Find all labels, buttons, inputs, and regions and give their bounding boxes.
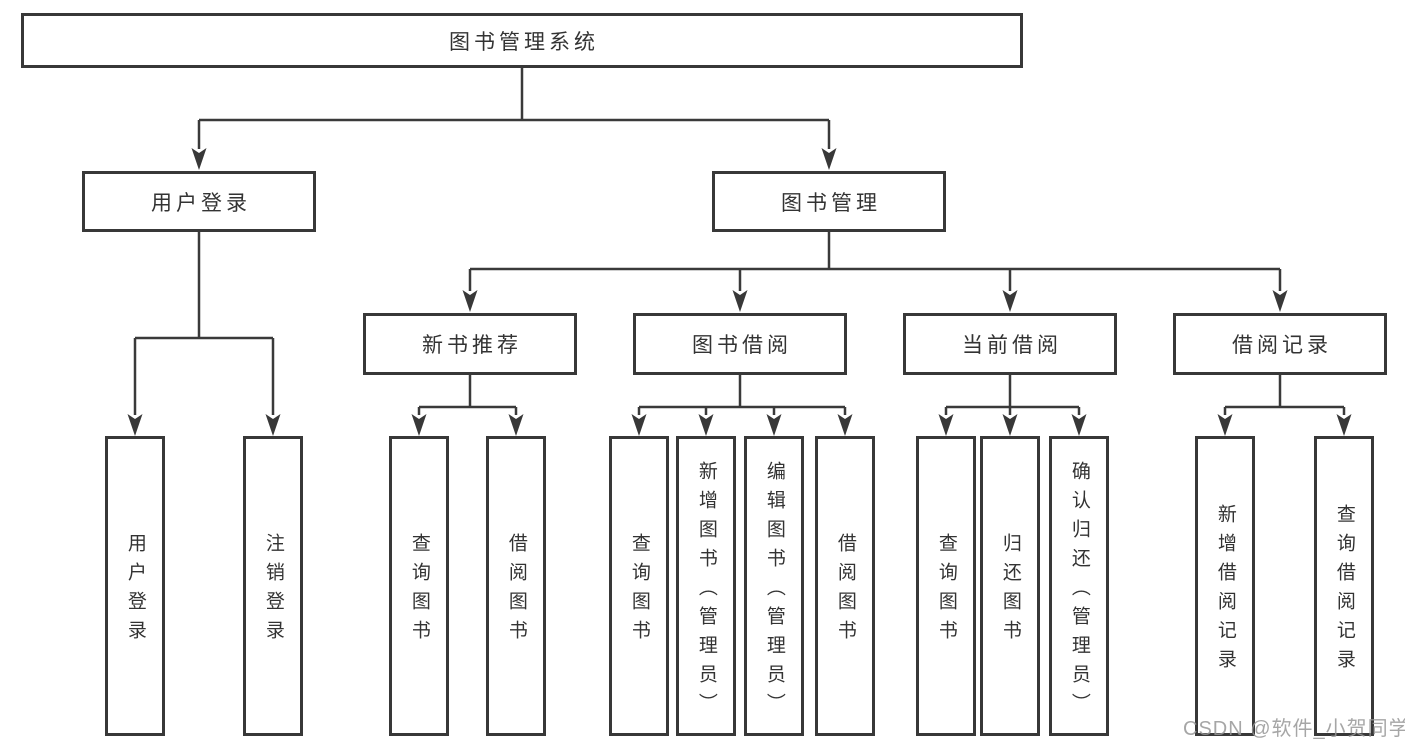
csdn-watermark: CSDN @软件_小贺同学 bbox=[1183, 718, 1405, 740]
leaf-query-borrow-record: 查询借阅记录 bbox=[1314, 436, 1374, 736]
node-new-book-recommend: 新书推荐 bbox=[363, 313, 577, 375]
connector-new-book-recommend bbox=[419, 375, 516, 409]
leaf-edit-book-admin: 编辑图书（管理员） bbox=[744, 436, 804, 736]
node-current-borrow-label: 当前借阅 bbox=[962, 334, 1062, 357]
leaf-logout-label: 注销登录 bbox=[262, 533, 284, 649]
leaf-query-books-borrow: 查询图书 bbox=[609, 436, 669, 736]
leaf-add-borrow-record: 新增借阅记录 bbox=[1195, 436, 1255, 736]
leaf-borrow-books-borrow-label: 借阅图书 bbox=[834, 533, 856, 649]
node-user-login-branch-label: 用户登录 bbox=[151, 191, 251, 215]
connector-root bbox=[199, 68, 829, 122]
node-book-borrow: 图书借阅 bbox=[633, 313, 847, 375]
leaf-add-book-admin-label: 新增图书（管理员） bbox=[695, 460, 717, 722]
leaf-add-borrow-record-label: 新增借阅记录 bbox=[1214, 504, 1236, 678]
leaf-borrow-books-borrow: 借阅图书 bbox=[815, 436, 875, 736]
node-user-login-branch: 用户登录 bbox=[82, 171, 316, 232]
leaf-edit-book-admin-label: 编辑图书（管理员） bbox=[763, 460, 785, 722]
leaf-query-books-borrow-label: 查询图书 bbox=[628, 533, 650, 649]
leaf-confirm-return-admin-label: 确认归还（管理员） bbox=[1068, 460, 1090, 722]
leaf-query-books-recommend: 查询图书 bbox=[389, 436, 449, 736]
leaf-borrow-books-recommend-label: 借阅图书 bbox=[505, 533, 527, 649]
connector-user-login bbox=[135, 232, 273, 340]
connector-book-borrow bbox=[639, 375, 845, 409]
leaf-return-books: 归还图书 bbox=[980, 436, 1040, 736]
node-root-label: 图书管理系统 bbox=[449, 30, 599, 54]
leaf-logout: 注销登录 bbox=[243, 436, 303, 736]
node-current-borrow: 当前借阅 bbox=[903, 313, 1117, 375]
leaf-confirm-return-admin: 确认归还（管理员） bbox=[1049, 436, 1109, 736]
connector-current-borrow bbox=[946, 375, 1079, 409]
leaf-return-books-label: 归还图书 bbox=[999, 533, 1021, 649]
node-book-management: 图书管理 bbox=[712, 171, 946, 232]
leaf-query-books-current: 查询图书 bbox=[916, 436, 976, 736]
node-root: 图书管理系统 bbox=[21, 13, 1023, 68]
leaf-query-borrow-record-label: 查询借阅记录 bbox=[1333, 504, 1355, 678]
node-new-book-recommend-label: 新书推荐 bbox=[422, 334, 522, 357]
leaf-query-books-recommend-label: 查询图书 bbox=[408, 533, 430, 649]
node-borrow-records: 借阅记录 bbox=[1173, 313, 1387, 375]
leaf-borrow-books-recommend: 借阅图书 bbox=[486, 436, 546, 736]
leaf-query-books-current-label: 查询图书 bbox=[935, 533, 957, 649]
node-book-borrow-label: 图书借阅 bbox=[692, 334, 792, 357]
node-borrow-records-label: 借阅记录 bbox=[1232, 334, 1332, 357]
connector-borrow-records bbox=[1225, 375, 1344, 409]
leaf-user-login: 用户登录 bbox=[105, 436, 165, 736]
leaf-add-book-admin: 新增图书（管理员） bbox=[676, 436, 736, 736]
connector-book-management bbox=[470, 232, 1280, 271]
node-book-management-label: 图书管理 bbox=[781, 191, 881, 215]
leaf-user-login-label: 用户登录 bbox=[124, 533, 146, 649]
